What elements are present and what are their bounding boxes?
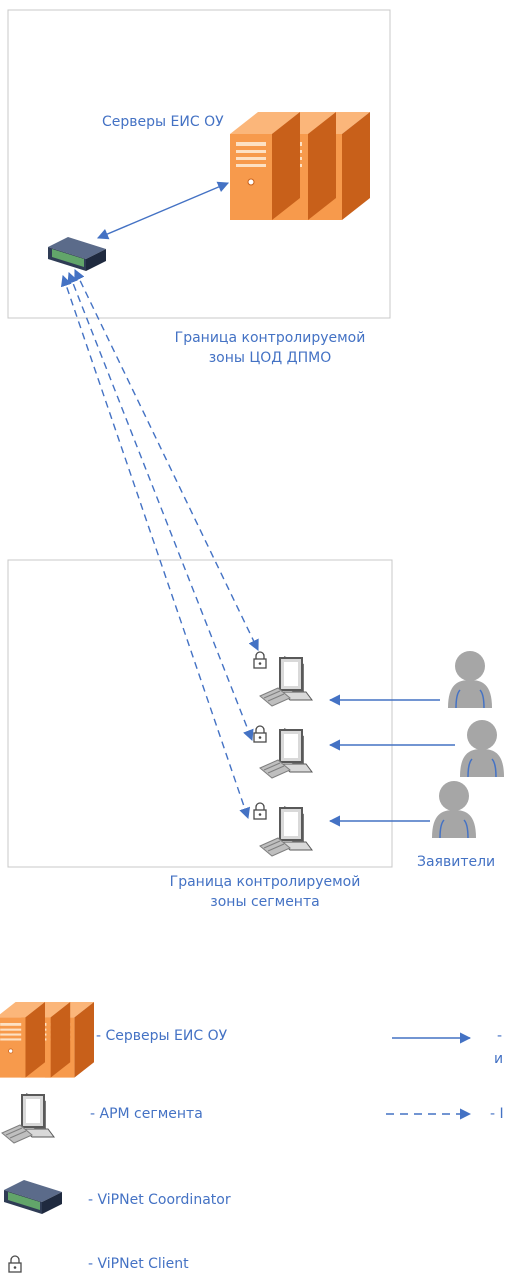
applicant-icon: [431, 780, 477, 839]
legend-servers-icon: [0, 1001, 95, 1078]
legend-solid-arrow-text-2: и: [494, 1051, 504, 1067]
lock-icon: [253, 725, 267, 743]
vpn-tunnels: [60, 268, 259, 820]
legend-client-text: - ViPNet Client: [88, 1256, 189, 1272]
applicants-label: Заявители: [417, 854, 496, 870]
segment-zone-label: Граница контролируемой зоны сегмента: [145, 872, 385, 912]
servers-label: Серверы ЕИС ОУ: [102, 114, 224, 130]
segment-zone-label-line1: Граница контролируемой: [169, 874, 361, 890]
legend-solid-arrow-text-1: -: [497, 1028, 503, 1044]
legend-servers-text: - Серверы ЕИС ОУ: [96, 1028, 228, 1044]
applicant-icon: [459, 719, 505, 778]
legend-lock-icon: [8, 1255, 22, 1273]
dc-zone-label: Граница контролируемой зоны ЦОД ДПМО: [150, 328, 390, 368]
arm-workstation-icon: [259, 727, 313, 779]
legend-coordinator-text: - ViPNet Coordinator: [88, 1192, 231, 1208]
lock-icon: [253, 651, 267, 669]
legend-arm-text: - АРМ сегмента: [90, 1106, 203, 1122]
segment-zone-label-line2: зоны сегмента: [210, 894, 320, 910]
applicant-arrows: [328, 694, 455, 827]
legend-arm-icon: [1, 1092, 55, 1144]
dc-zone-label-line2: зоны ЦОД ДПМО: [208, 350, 332, 366]
dc-zone-label-line1: Граница контролируемой: [174, 330, 366, 346]
server-group: [229, 111, 371, 221]
legend-coordinator-icon: [4, 1180, 62, 1214]
lock-icon: [253, 802, 267, 820]
vipnet-coordinator-icon: [48, 237, 106, 271]
arm-workstation-icon: [259, 805, 313, 857]
legend-dashed-arrow-text: - I: [490, 1106, 504, 1122]
applicant-icon: [447, 650, 493, 709]
arm-workstation-icon: [259, 655, 313, 707]
coordinator-server-link: [96, 181, 230, 240]
